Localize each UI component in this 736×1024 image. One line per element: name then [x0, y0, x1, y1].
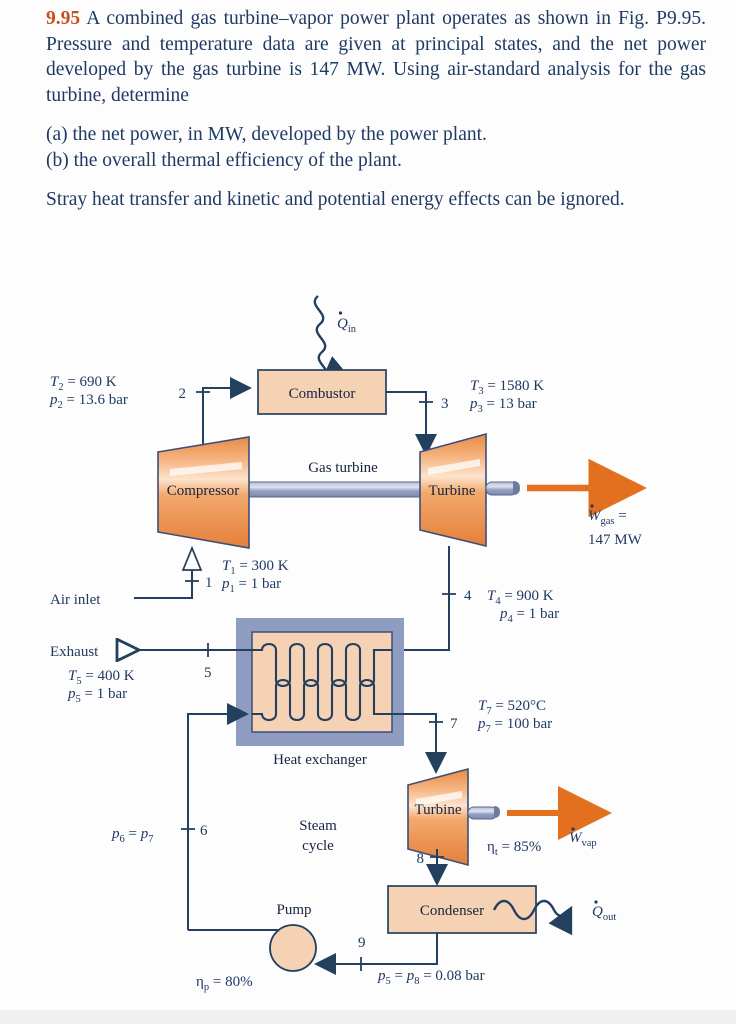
state-5-pressure: p5 = 1 bar	[67, 686, 127, 705]
combustor-box	[257, 369, 387, 415]
q-in-flow	[313, 295, 350, 384]
state-4-pressure: p4 = 1 bar	[499, 606, 559, 625]
steam-cycle-label-line1: Steam	[299, 818, 337, 834]
turbine-efficiency: ηt = 85%	[487, 839, 541, 858]
condenser-box	[387, 885, 537, 934]
gas-turbine-highlight	[428, 459, 480, 475]
gas-turbine-label: Turbine	[429, 483, 476, 499]
air-inlet-label: Air inlet	[50, 592, 101, 608]
state-7-pressure: p7 = 100 bar	[477, 716, 552, 735]
state-9-pressure: p5 = p8 = 0.08 bar	[377, 968, 485, 987]
problem-text-1: A combined gas turbine–vapor power plant…	[46, 8, 706, 106]
q-in-label: Qin	[337, 316, 357, 335]
compressor-label: Compressor	[167, 483, 240, 499]
state-4-temp: T4 = 900 K	[487, 588, 554, 607]
problem-paragraph-2: Stray heat transfer and kinetic and pote…	[46, 189, 625, 210]
state-6-pressure: p6 = p7	[111, 826, 153, 845]
problem-statement: 9.95 A combined gas turbine–vapor power …	[46, 6, 706, 213]
pipe-state7	[392, 713, 447, 774]
pipe-state8	[426, 849, 448, 886]
q-out-label: Qout	[592, 904, 616, 923]
compressor-highlight	[170, 462, 242, 476]
heat-exchanger-coil-lower	[252, 678, 392, 722]
steam-cycle-label-line2: cycle	[302, 838, 334, 854]
page-footer-strip	[0, 1010, 736, 1024]
state-5-number: 5	[204, 665, 212, 681]
pipe-state6	[181, 703, 249, 930]
combustor-label: Combustor	[289, 386, 356, 402]
state-2-temp: T2 = 690 K	[50, 374, 117, 393]
problem-paragraph-1: 9.95 A combined gas turbine–vapor power …	[46, 6, 706, 108]
heat-exchanger-label: Heat exchanger	[273, 752, 367, 768]
gas-turbine-output-shaft	[485, 481, 520, 496]
problem-item-b: (b) the overall thermal efficiency of th…	[46, 149, 402, 171]
pipe-state3	[386, 391, 437, 456]
state-3-number: 3	[441, 396, 449, 412]
state-2-pressure: p2 = 13.6 bar	[49, 392, 128, 411]
figure-p995-diagram: Qin Combustor 2 T2 = 690 K p2 = 13.6 bar	[0, 282, 736, 1024]
q-in-subscript: in	[348, 324, 357, 335]
condenser-label: Condenser	[420, 903, 484, 919]
state-4-number: 4	[464, 588, 472, 604]
q-out-wave	[492, 899, 573, 936]
state-8-number: 8	[417, 851, 425, 867]
state-7-temp: T7 = 520°C	[478, 698, 546, 717]
heat-exchanger-coil-upper	[252, 642, 392, 688]
pump-body	[269, 924, 317, 972]
pipe-state9	[314, 933, 438, 975]
state-3-pressure: p3 = 13 bar	[469, 396, 537, 415]
state-1-temp: T1 = 300 K	[222, 558, 289, 577]
pump-label: Pump	[276, 902, 311, 918]
w-gas-label: Wgas =	[588, 508, 627, 527]
steam-turbine-label: Turbine	[415, 802, 462, 818]
problem-item-a: (a) the net power, in MW, developed by t…	[46, 124, 487, 145]
state-7-number: 7	[450, 716, 458, 732]
steam-turbine-output-shaft	[467, 806, 500, 820]
gas-turbine-shaft-label: Gas turbine	[308, 460, 378, 476]
q-in-dot	[338, 311, 343, 315]
state-1-pressure: p1 = 1 bar	[221, 576, 281, 595]
q-out-dot	[594, 900, 598, 904]
problem-number: 9.95	[46, 8, 81, 29]
state-6-number: 6	[200, 823, 208, 839]
state-3-temp: T3 = 1580 K	[470, 378, 544, 397]
state-9-number: 9	[358, 935, 366, 951]
state-5-temp: T5 = 400 K	[68, 668, 135, 687]
gas-turbine-shaft	[242, 481, 449, 498]
heat-exchanger-core	[251, 631, 393, 733]
state-1-number: 1	[205, 575, 213, 591]
pipe-state1-air-inlet	[134, 545, 203, 599]
exhaust-label: Exhaust	[50, 644, 99, 660]
steam-turbine-highlight	[416, 791, 462, 806]
w-gas-dot	[590, 504, 594, 508]
state-2-number: 2	[179, 386, 187, 402]
pump-efficiency: ηp = 80%	[196, 974, 253, 993]
w-vap-dot	[571, 827, 575, 831]
q-in-symbol: Q	[337, 316, 348, 332]
pipe-state5-exhaust	[118, 643, 252, 657]
w-vap-label: Wvap	[569, 830, 597, 849]
w-gas-value: 147 MW	[588, 532, 643, 548]
